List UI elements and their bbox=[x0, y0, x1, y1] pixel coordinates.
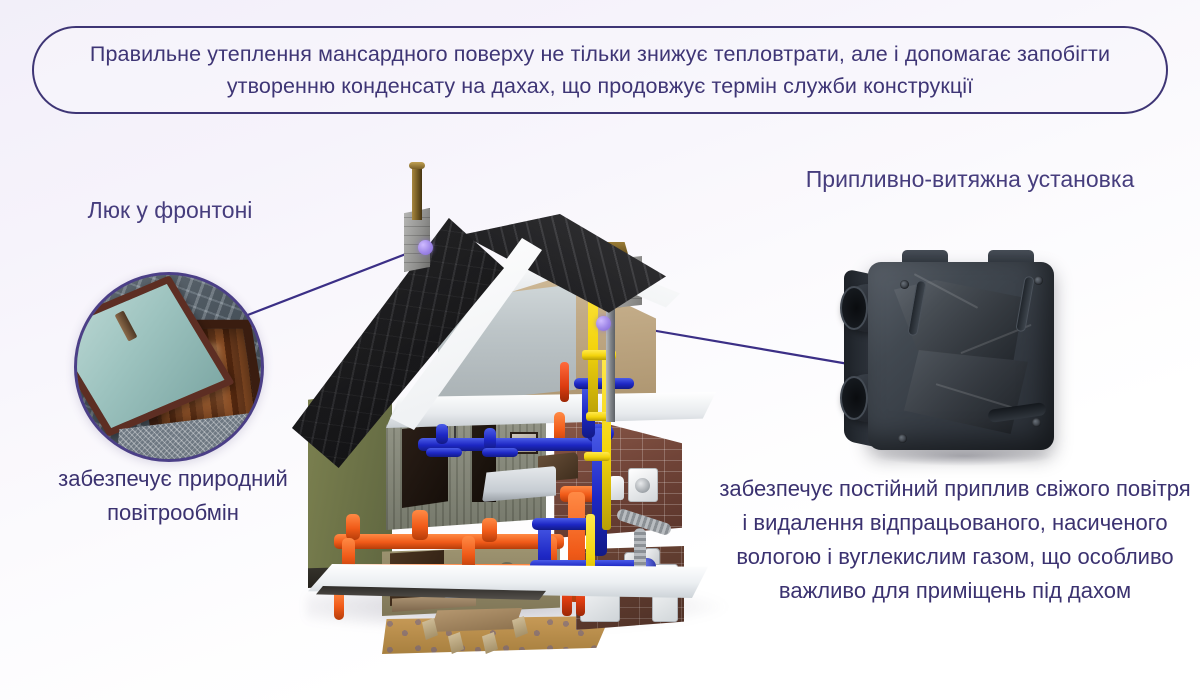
gas-pipe-riser bbox=[588, 262, 598, 418]
gas-pipe-bend bbox=[584, 452, 610, 461]
supply-duct-vertical bbox=[554, 412, 565, 446]
exhaust-duct-link bbox=[532, 518, 592, 530]
mount-bracket-right bbox=[988, 250, 1034, 265]
supply-duct-leg bbox=[462, 536, 475, 570]
dining-chair bbox=[482, 632, 498, 654]
connector-line-left bbox=[239, 245, 425, 320]
duct-opening-upper bbox=[840, 286, 868, 330]
supply-duct-main bbox=[334, 534, 564, 549]
exhaust-duct-stub bbox=[484, 428, 496, 450]
gas-pipe-bend bbox=[586, 412, 614, 421]
screw-top-right bbox=[1034, 276, 1043, 285]
screw-bottom-left bbox=[898, 434, 907, 443]
chimney-flue-pipe bbox=[412, 166, 422, 220]
left-callout-title: Люк у фронтоні bbox=[87, 197, 253, 223]
duct-opening-lower bbox=[840, 376, 868, 420]
dining-chair bbox=[512, 616, 528, 638]
roof-hatch-photo bbox=[74, 272, 264, 462]
exhaust-duct-grille bbox=[482, 448, 518, 457]
gas-pipe-bend bbox=[582, 350, 616, 360]
headline-banner: Правильне утеплення мансардного поверху … bbox=[32, 26, 1168, 114]
chandelier-rod bbox=[454, 424, 456, 440]
exhaust-duct-main bbox=[418, 438, 606, 451]
right-callout-title: Припливно-витяжна установка bbox=[805, 166, 1135, 192]
unit-shadow bbox=[874, 446, 1054, 466]
flexible-duct bbox=[634, 528, 646, 574]
exhaust-duct-grille bbox=[426, 448, 462, 457]
supply-duct-branch bbox=[346, 514, 360, 540]
gas-pipe-riser bbox=[602, 354, 611, 530]
connector-dot-roof-hatch bbox=[418, 240, 433, 255]
supply-duct-branch bbox=[482, 518, 497, 542]
bed bbox=[482, 466, 556, 502]
left-callout-caption: забезпечує природний повітрообмін bbox=[58, 466, 288, 525]
dining-chair bbox=[422, 618, 438, 640]
supply-duct-branch bbox=[412, 510, 428, 540]
right-callout-caption: забезпечує постійний приплив свіжого пов… bbox=[719, 476, 1191, 603]
headline-text: Правильне утеплення мансардного поверху … bbox=[89, 42, 1111, 98]
exhaust-duct-stub bbox=[436, 424, 448, 444]
dining-table bbox=[430, 608, 522, 632]
mount-bracket-left bbox=[902, 250, 948, 265]
connector-dot-vent-unit bbox=[596, 316, 611, 331]
house-cutaway-3d bbox=[286, 162, 726, 654]
washing-machine-door bbox=[635, 478, 650, 493]
supply-duct-leg bbox=[342, 538, 355, 572]
ventilation-unit-image bbox=[838, 246, 1078, 476]
toilet bbox=[608, 476, 624, 500]
screw-bottom-right bbox=[1032, 418, 1041, 427]
chimney-flue-cap bbox=[409, 162, 425, 169]
heating-pipe bbox=[560, 362, 569, 402]
gas-pipe-lower bbox=[586, 514, 595, 592]
supply-duct-stub bbox=[334, 590, 344, 620]
dining-chair bbox=[448, 632, 464, 654]
screw-top-left bbox=[900, 280, 909, 289]
heating-pipe bbox=[576, 578, 585, 616]
vent-stack bbox=[606, 252, 615, 422]
